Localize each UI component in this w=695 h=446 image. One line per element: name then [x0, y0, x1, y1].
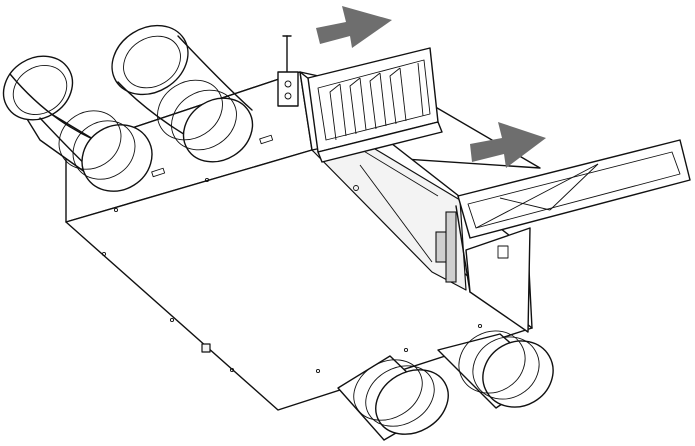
- filter-drawer: [457, 139, 691, 239]
- filter-cassette: [307, 47, 443, 163]
- duct-spigot-left-front: [111, 24, 254, 163]
- airflow-arrow-icon: [316, 6, 392, 48]
- duct-spigot-left-rear: [2, 55, 153, 192]
- drain-stub: [201, 343, 211, 353]
- screws: [101, 177, 483, 374]
- duct-spigot-bottom-left: [337, 355, 449, 441]
- airflow-arrows: [316, 6, 546, 168]
- hanging-rod-icon: [277, 35, 299, 107]
- airflow-arrow-icon: [470, 122, 546, 168]
- access-panel: [465, 227, 531, 333]
- duct-spigot-bottom-right: [437, 330, 554, 409]
